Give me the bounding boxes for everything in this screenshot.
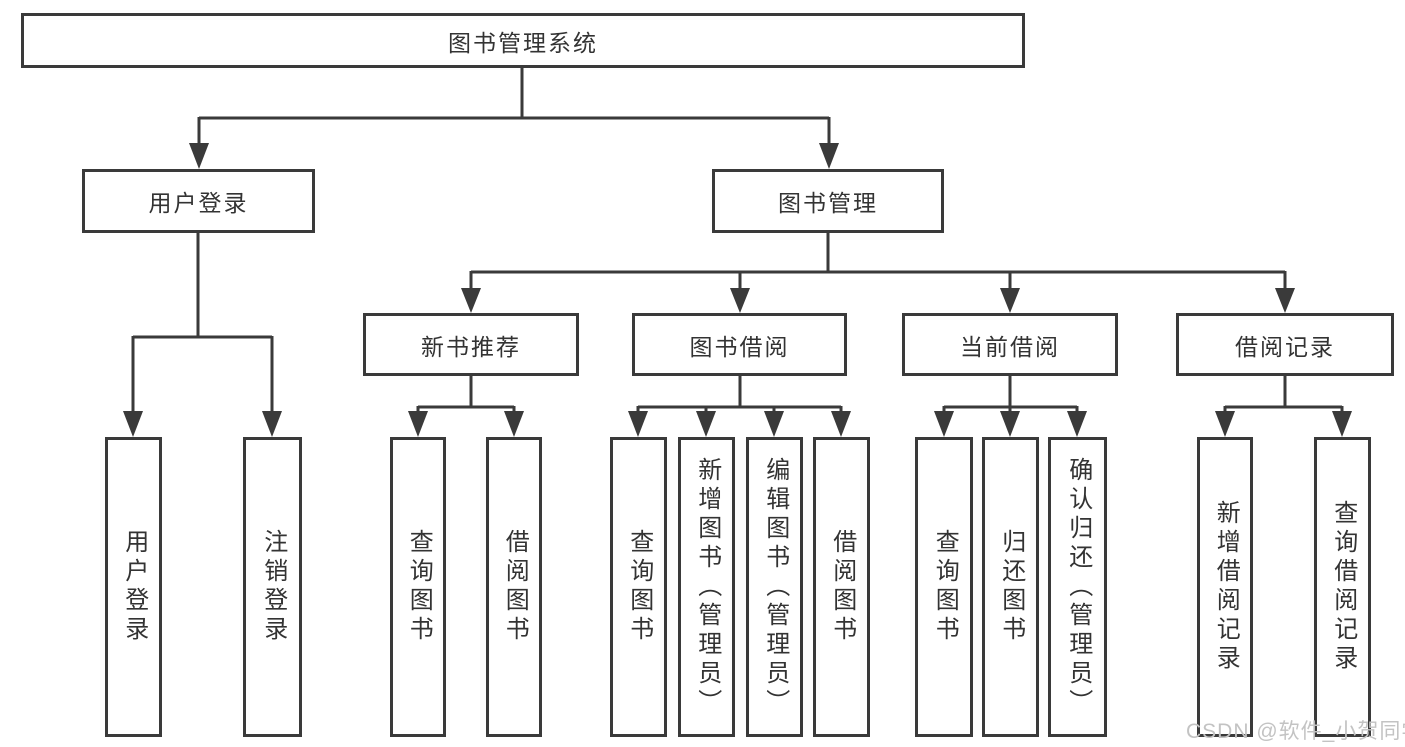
node-root-label: 图书管理系统 <box>448 29 598 56</box>
leaf-borrow-book-borrow-label: 借阅图书 <box>828 529 856 645</box>
node-current-borrow-label: 当前借阅 <box>960 333 1060 360</box>
leaf-logout-label: 注销登录 <box>259 529 287 645</box>
leaf-borrow-book-recommend: 借阅图书 <box>486 437 542 737</box>
node-new-book-recommend: 新书推荐 <box>363 313 579 376</box>
leaf-borrow-book-borrow: 借阅图书 <box>813 437 870 737</box>
leaf-return-book-label: 归还图书 <box>997 529 1025 645</box>
node-new-book-recommend-label: 新书推荐 <box>421 333 521 360</box>
leaf-borrow-book-recommend-label: 借阅图书 <box>501 529 529 645</box>
leaf-query-book-current: 查询图书 <box>915 437 973 737</box>
leaf-query-book-borrow-label: 查询图书 <box>625 529 653 645</box>
node-current-borrow: 当前借阅 <box>902 313 1118 376</box>
node-user-login-label: 用户登录 <box>148 190 249 216</box>
leaf-add-book-admin: 新增图书（管理员） <box>678 437 735 737</box>
node-user-login: 用户登录 <box>82 169 315 233</box>
node-borrow-records: 借阅记录 <box>1176 313 1394 376</box>
leaf-query-book-borrow: 查询图书 <box>610 437 667 737</box>
leaf-confirm-return-admin: 确认归还（管理员） <box>1048 437 1107 737</box>
leaf-edit-book-admin-label: 编辑图书（管理员） <box>761 456 789 718</box>
leaf-query-book-recommend: 查询图书 <box>390 437 446 737</box>
node-book-management: 图书管理 <box>712 169 944 233</box>
csdn-watermark: CSDN @软件_小贺同学 <box>1186 720 1405 743</box>
node-book-management-label: 图书管理 <box>778 190 878 216</box>
leaf-confirm-return-admin-label: 确认归还（管理员） <box>1064 456 1092 718</box>
leaf-logout: 注销登录 <box>243 437 302 737</box>
leaf-user-login: 用户登录 <box>105 437 162 737</box>
node-book-borrow: 图书借阅 <box>632 313 847 376</box>
leaf-query-book-recommend-label: 查询图书 <box>405 529 433 645</box>
arrowheads <box>123 143 1352 437</box>
leaf-query-borrow-record: 查询借阅记录 <box>1314 437 1371 737</box>
leaf-user-login-label: 用户登录 <box>120 529 148 645</box>
leaf-add-borrow-record-label: 新增借阅记录 <box>1212 500 1240 674</box>
leaf-add-borrow-record: 新增借阅记录 <box>1197 437 1253 737</box>
node-borrow-records-label: 借阅记录 <box>1235 333 1335 360</box>
node-root-system: 图书管理系统 <box>21 13 1025 68</box>
leaf-return-book: 归还图书 <box>982 437 1039 737</box>
leaf-edit-book-admin: 编辑图书（管理员） <box>746 437 803 737</box>
leaf-query-borrow-record-label: 查询借阅记录 <box>1329 500 1357 674</box>
leaf-query-book-current-label: 查询图书 <box>931 529 959 645</box>
node-book-borrow-label: 图书借阅 <box>689 333 790 360</box>
leaf-add-book-admin-label: 新增图书（管理员） <box>693 456 721 718</box>
